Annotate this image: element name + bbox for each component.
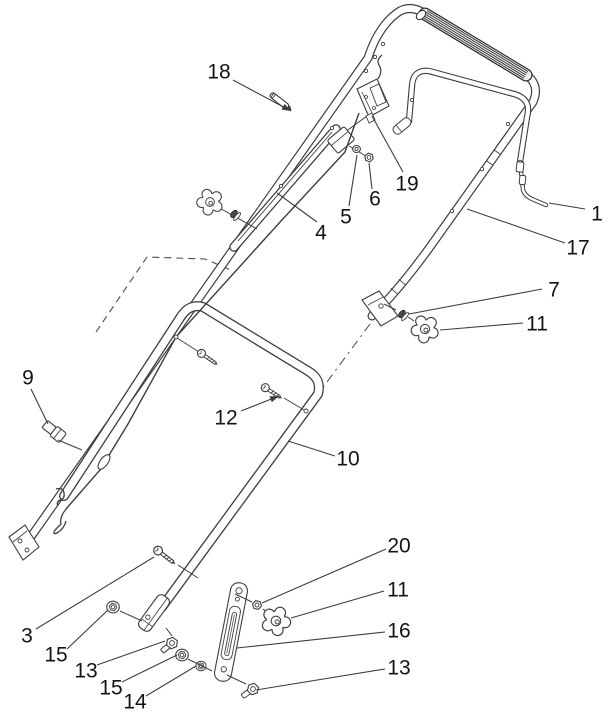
callout-11-leader xyxy=(439,322,524,331)
pin-18 xyxy=(269,92,292,111)
cable-ferrule-upper xyxy=(515,161,525,173)
callout-18-leader xyxy=(232,79,292,112)
handle-grip xyxy=(415,7,533,82)
callout-20-leader xyxy=(261,548,387,604)
callout-18-label: 18 xyxy=(207,61,230,84)
switch-wire xyxy=(377,54,383,80)
washer-5 xyxy=(352,144,361,154)
callout-15-label: 15 xyxy=(44,644,67,667)
callout-9-label: 9 xyxy=(22,367,34,390)
cable-adjuster-9 xyxy=(41,420,67,443)
lower-mount-fasteners xyxy=(106,543,213,672)
callout-11-label: 11 xyxy=(387,579,409,602)
lower-handle-tube-fill xyxy=(60,302,323,611)
callout-17-leader xyxy=(466,208,566,244)
height-adjust-bracket xyxy=(213,582,294,703)
handle-trim-strip xyxy=(229,124,341,252)
handle-knob-11-upper xyxy=(409,314,441,346)
callout-10-leader xyxy=(287,440,336,457)
tube17-flat-tab xyxy=(361,290,399,327)
grip-end-cap xyxy=(415,9,427,21)
phantom-lines xyxy=(95,256,371,604)
callout-4-leader xyxy=(276,192,318,223)
callout-4-label: 4 xyxy=(315,222,327,245)
phantom-outline xyxy=(95,256,234,333)
callout-12-arrowhead xyxy=(269,396,279,403)
callout-14-leader xyxy=(145,665,197,697)
callout-15-leader xyxy=(121,654,178,683)
lower-handle-assembly xyxy=(59,301,324,612)
callout-3-leader xyxy=(35,556,155,630)
upper-left-knob-assembly xyxy=(193,187,258,230)
callout-15-leader xyxy=(66,609,109,650)
switch-tab xyxy=(365,112,376,124)
cable-ferrule-lower xyxy=(518,174,527,186)
tube-collar-ticks xyxy=(390,149,501,295)
cable-spring-hook xyxy=(53,507,68,535)
callout-14-label: 14 xyxy=(123,691,147,714)
screw-3 xyxy=(151,543,179,569)
callout-11-label: 11 xyxy=(526,313,548,336)
upper-tube-end-plate xyxy=(8,524,40,561)
callout-12-label: 12 xyxy=(214,407,237,430)
nut-20 xyxy=(251,599,263,611)
crossbar-screws xyxy=(176,337,305,411)
flange-nut-15-b xyxy=(175,648,189,662)
callout-11-leader xyxy=(290,590,385,619)
callout-1-leader xyxy=(548,202,586,210)
callout-19-label: 19 xyxy=(395,173,418,196)
cable-clip xyxy=(55,487,65,507)
carriage-bolt-7 xyxy=(398,309,409,322)
callout-13-leader xyxy=(96,640,166,666)
control-cable-left xyxy=(41,112,360,535)
flange-nut-15-a xyxy=(106,600,120,614)
callout-15-label: 15 xyxy=(99,677,122,700)
callout-16-label: 16 xyxy=(387,620,410,643)
callout-20-label: 20 xyxy=(387,535,410,558)
callout-7-label: 7 xyxy=(548,279,560,302)
callout-17-label: 17 xyxy=(566,237,589,260)
callout-6-label: 6 xyxy=(369,188,381,211)
tube-hole-dots xyxy=(173,41,511,414)
callout-13-leader xyxy=(255,668,386,691)
bail-control-lever xyxy=(392,67,532,166)
adjuster-axis-line xyxy=(57,439,83,451)
callout-13-label: 13 xyxy=(387,657,410,680)
lower-tube-end-sleeve xyxy=(138,594,170,632)
right-tube-mount xyxy=(361,290,441,346)
screw-12-left xyxy=(195,347,221,369)
control-cable-right xyxy=(515,159,549,208)
callout-16-leader xyxy=(236,631,386,649)
callout-19-leader xyxy=(371,115,404,173)
nut-6 xyxy=(364,152,374,163)
hex-bolt-13-lower xyxy=(238,679,264,703)
callout-1-label: 1 xyxy=(591,203,603,226)
cable-ferrule-left xyxy=(97,454,111,470)
callout-13-label: 13 xyxy=(74,660,97,683)
callout-7-leader xyxy=(408,288,543,315)
trim-strip-ridge xyxy=(237,131,333,242)
callout-5-leader xyxy=(348,154,358,207)
callout-10-label: 10 xyxy=(336,448,359,471)
callout-6-leader xyxy=(368,162,373,190)
callout-18-arrowhead xyxy=(281,103,291,111)
handle-knob-left xyxy=(193,187,226,219)
bail-end-piece xyxy=(392,117,412,135)
carriage-bolt-left xyxy=(230,209,241,222)
callout-9-leader xyxy=(30,388,49,425)
callout-5-label: 5 xyxy=(340,206,352,229)
callout-3-label: 3 xyxy=(21,625,33,648)
